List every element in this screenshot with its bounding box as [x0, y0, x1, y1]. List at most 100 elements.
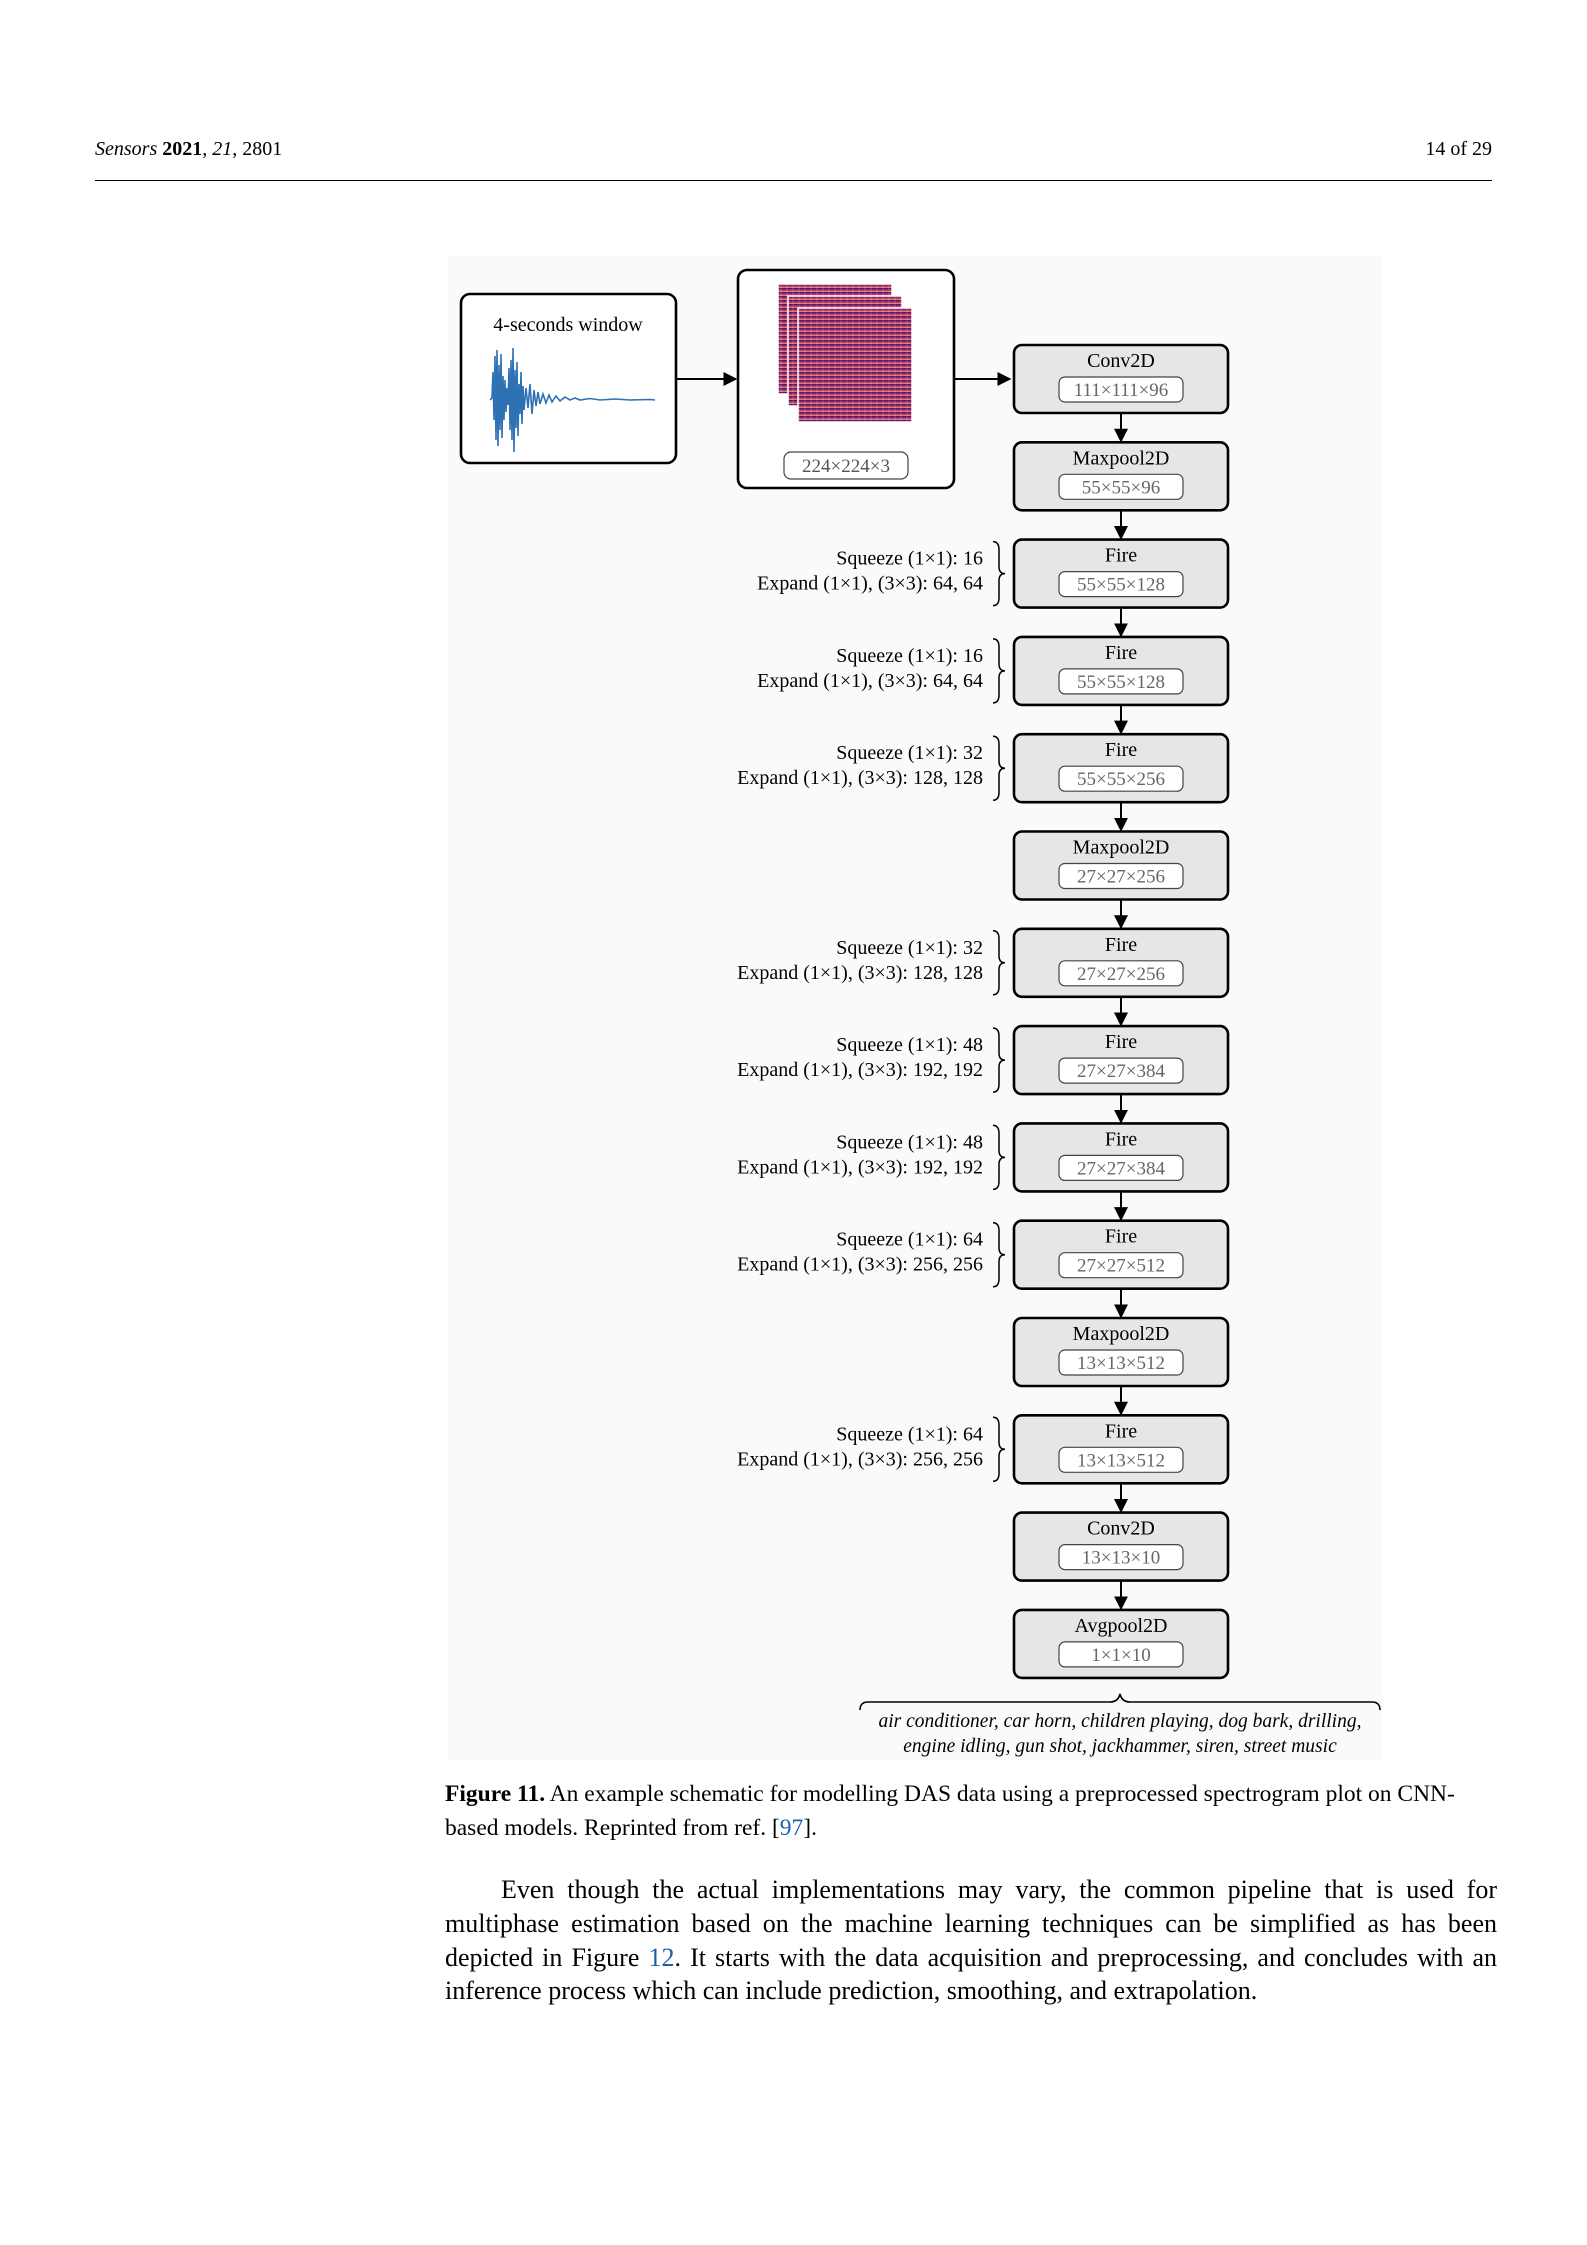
layer-dims: 55×55×128 — [1077, 575, 1165, 596]
waveform-plot — [489, 347, 656, 453]
layer-name: Conv2D — [1087, 350, 1155, 372]
layer-dims: 1×1×10 — [1091, 1645, 1150, 1666]
layer-dims-pill — [1058, 1543, 1184, 1571]
figure-reference-link[interactable]: 12 — [648, 1942, 675, 1972]
input-window-label: 4-seconds window — [493, 314, 643, 336]
layer-name: Avgpool2D — [1075, 1615, 1168, 1637]
layer-block: Fire 55×55×128 Squeeze (1×1): 16 Expand (1×… — [757, 635, 1230, 735]
page-header: Sensors 2021, 21, 2801 14 of 29 — [95, 138, 1492, 181]
body-paragraph: Even though the actual implementations m… — [445, 1873, 1497, 2008]
layer-name: Fire — [1105, 1031, 1137, 1053]
layer-name: Fire — [1105, 642, 1137, 664]
article-number: 2801 — [242, 138, 283, 160]
layer-block: Avgpool2D 1×1×10 — [1012, 1608, 1230, 1680]
layer-name: Conv2D — [1087, 1518, 1155, 1540]
layer-dims-pill — [1058, 765, 1184, 792]
fire-param-brace — [992, 1027, 1006, 1093]
spectrogram-layer-front — [797, 307, 913, 423]
layer-dims-pill — [1058, 668, 1184, 695]
layer-block: Fire 55×55×256 Squeeze (1×1): 32 Expand (1×… — [737, 732, 1230, 832]
output-classes-line1: air conditioner, car horn, children play… — [879, 1711, 1362, 1732]
input-window-box: 4-seconds window — [459, 292, 678, 465]
layer-dims: 27×27×256 — [1077, 964, 1165, 985]
expand-params: Expand (1×1), (3×3): 256, 256 — [737, 1254, 983, 1276]
caption-text-end: ]. — [803, 1815, 817, 1841]
layer-dims-pill — [1058, 473, 1184, 500]
fire-param-brace — [992, 638, 1006, 704]
body-text: Even though the actual implementations m… — [445, 1875, 1497, 1972]
layer-name: Maxpool2D — [1073, 1323, 1170, 1345]
layer-dims: 27×27×256 — [1077, 867, 1165, 888]
layer-name: Maxpool2D — [1073, 837, 1170, 859]
fire-param-brace — [992, 540, 1006, 607]
page-number: 14 of 29 — [1425, 138, 1492, 160]
layer-block: Fire 55×55×128 Squeeze (1×1): 16 Expand (1×… — [757, 538, 1230, 638]
output-brace — [859, 1693, 1381, 1711]
squeeze-params: Squeeze (1×1): 64 — [836, 1423, 983, 1445]
journal-name: Sensors — [95, 138, 158, 160]
fire-param-brace — [992, 1124, 1006, 1191]
squeeze-params: Squeeze (1×1): 16 — [836, 645, 983, 667]
expand-params: Expand (1×1), (3×3): 128, 128 — [737, 962, 983, 984]
layer-name: Fire — [1105, 739, 1137, 761]
layer-block: Fire 27×27×384 Squeeze (1×1): 48 Expand (1×… — [737, 1122, 1230, 1222]
expand-params: Expand (1×1), (3×3): 64, 64 — [757, 573, 983, 595]
expand-params: Expand (1×1), (3×3): 256, 256 — [737, 1448, 983, 1470]
figure-caption: Figure 11. An example schematic for mode… — [445, 1777, 1497, 1845]
layer-dims-pill — [1058, 1446, 1184, 1473]
layer-dims-pill — [1058, 960, 1184, 987]
expand-params: Expand (1×1), (3×3): 128, 128 — [737, 767, 983, 789]
layer-dims: 13×13×512 — [1077, 1450, 1165, 1471]
layer-name: Fire — [1105, 1128, 1137, 1150]
caption-label: Figure 11. — [445, 1781, 546, 1807]
fire-param-brace — [992, 1221, 1006, 1288]
layer-dims: 111×111×96 — [1074, 380, 1169, 401]
spectrogram-dims: 224×224×3 — [802, 456, 890, 477]
journal-volume: 21 — [212, 138, 233, 160]
layer-dims: 27×27×384 — [1077, 1158, 1165, 1179]
caption-reference-link[interactable]: 97 — [779, 1815, 804, 1841]
layer-dims-pill — [1058, 1057, 1184, 1084]
layer-dims: 27×27×512 — [1077, 1256, 1165, 1277]
body-text-end: . It starts with the data acquisition an… — [445, 1942, 1497, 2006]
layer-dims-pill — [1058, 1641, 1184, 1668]
layer-block: Fire 27×27×512 Squeeze (1×1): 64 Expand (1×… — [737, 1219, 1230, 1319]
squeeze-params: Squeeze (1×1): 32 — [836, 937, 983, 959]
output-classes-line2: engine idling, gun shot, jackhammer, sir… — [903, 1736, 1337, 1757]
layer-dims-pill — [1058, 1154, 1184, 1182]
fire-param-brace — [992, 735, 1006, 801]
squeezenet-figure: 4-seconds window 224×224×3 Conv2D 111×111… — [459, 268, 1381, 1757]
layer-dims: 13×13×512 — [1077, 1353, 1165, 1374]
layer-block: Maxpool2D 13×13×512 — [1012, 1316, 1230, 1416]
layer-block: Fire 27×27×256 Squeeze (1×1): 32 Expand (1×… — [737, 927, 1230, 1027]
expand-params: Expand (1×1), (3×3): 192, 192 — [737, 1156, 983, 1178]
squeeze-params: Squeeze (1×1): 32 — [836, 742, 983, 764]
expand-params: Expand (1×1), (3×3): 192, 192 — [737, 1059, 983, 1081]
layer-name: Fire — [1105, 934, 1137, 956]
layer-name: Fire — [1105, 545, 1137, 567]
layer-dims-pill — [1058, 376, 1184, 403]
fire-param-brace — [992, 930, 1006, 996]
fire-param-brace — [992, 1416, 1006, 1483]
layer-dims-pill — [1058, 862, 1184, 890]
layer-name: Maxpool2D — [1073, 447, 1170, 469]
layer-dims: 55×55×256 — [1077, 769, 1165, 790]
squeeze-params: Squeeze (1×1): 64 — [836, 1229, 983, 1251]
layer-dims: 27×27×384 — [1077, 1061, 1165, 1082]
layer-dims: 55×55×128 — [1077, 672, 1165, 693]
layer-block: Fire 27×27×384 Squeeze (1×1): 48 Expand (1×… — [737, 1024, 1230, 1124]
journal-citation: Sensors 2021, 21, 2801 — [95, 138, 283, 160]
squeeze-params: Squeeze (1×1): 48 — [836, 1131, 983, 1153]
layer-name: Fire — [1105, 1226, 1137, 1248]
spectrogram-box: 224×224×3 — [736, 268, 956, 490]
squeeze-params: Squeeze (1×1): 48 — [836, 1034, 983, 1056]
layer-dims-pill — [1058, 1349, 1184, 1376]
squeeze-params: Squeeze (1×1): 16 — [836, 548, 983, 570]
layer-block: Conv2D 111×111×96 — [1012, 343, 1230, 443]
expand-params: Expand (1×1), (3×3): 64, 64 — [757, 670, 983, 692]
spectrogram-dims-pill — [783, 451, 909, 480]
